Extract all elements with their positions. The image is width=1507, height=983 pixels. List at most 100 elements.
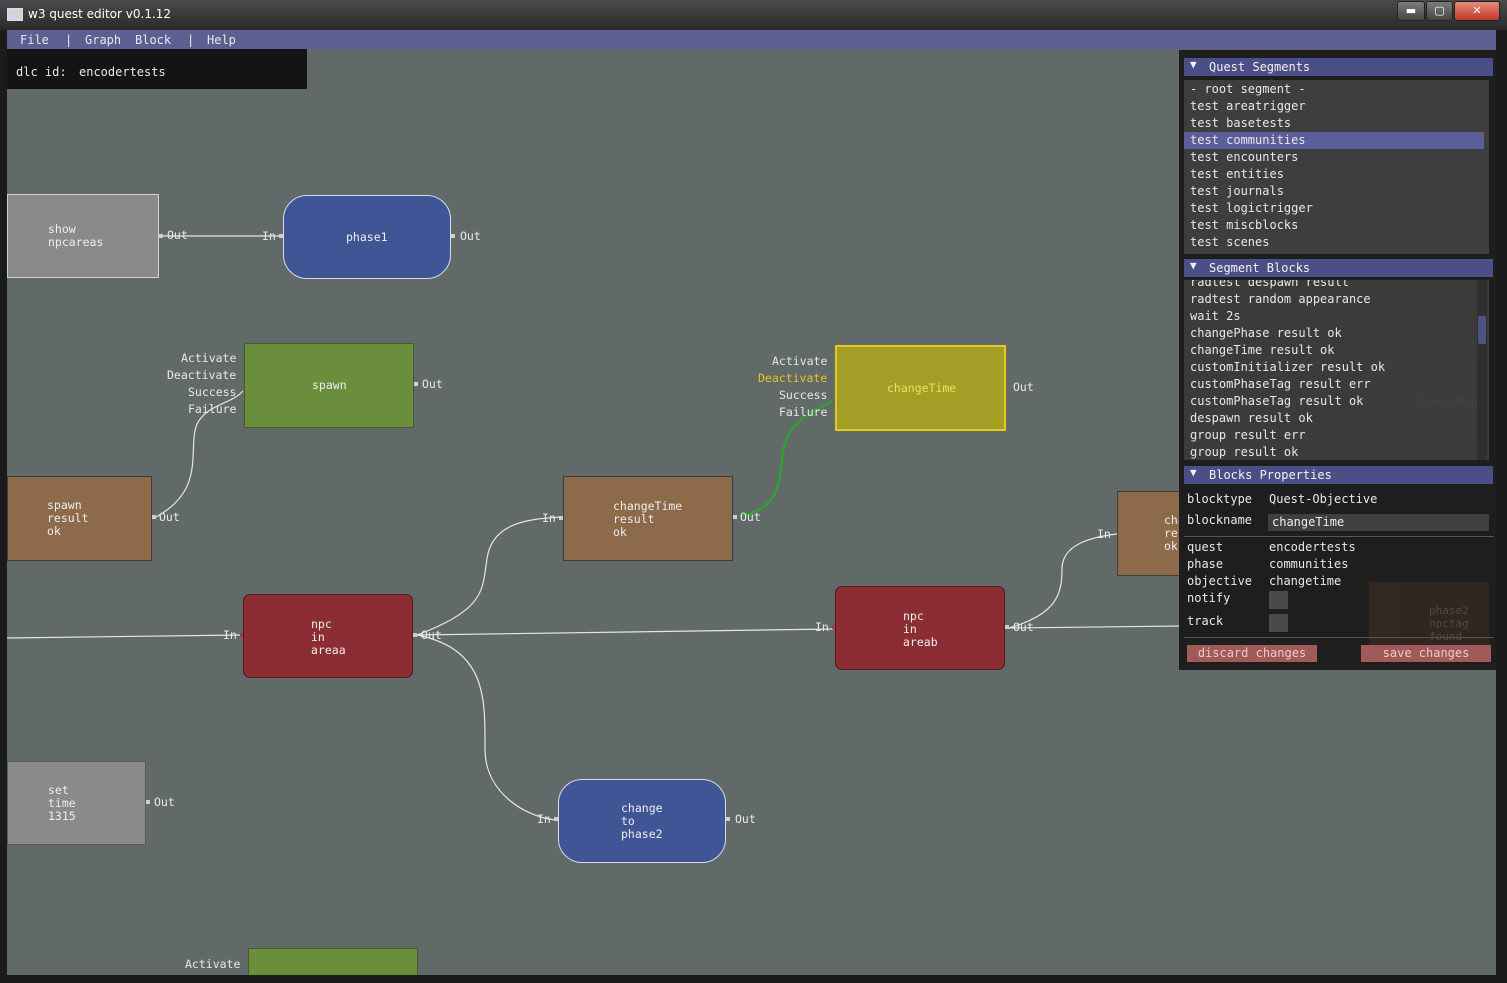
list-item[interactable]: radtest random appearance (1190, 292, 1371, 306)
port-dot[interactable] (413, 633, 417, 637)
prop-label-objective: objective (1187, 574, 1253, 588)
prop-value-phase: communities (1269, 557, 1349, 571)
blockname-input[interactable]: changeTime (1268, 514, 1489, 531)
port-dot[interactable] (832, 625, 836, 629)
port-dot[interactable] (554, 817, 558, 821)
list-item[interactable]: test journals (1190, 184, 1284, 198)
link (155, 390, 244, 518)
list-item[interactable]: radtest despawn result (1190, 280, 1349, 289)
list-item[interactable]: wait 2s (1190, 309, 1241, 323)
menu-bar: File | Graph Block | Help (7, 30, 1496, 49)
node-label: show npcareas (48, 222, 104, 249)
section-title: Segment Blocks (1209, 261, 1311, 275)
list-item[interactable]: test scenes (1190, 235, 1270, 249)
port-in: In (1097, 527, 1111, 541)
list-item[interactable]: test entities (1190, 167, 1284, 181)
section-header-segment-blocks[interactable]: ▼ Segment Blocks (1184, 259, 1493, 277)
port-in: In (537, 812, 551, 826)
port-dot[interactable] (240, 633, 244, 637)
port-success: Success (188, 385, 237, 399)
link (416, 634, 556, 821)
port-dot[interactable] (1005, 625, 1009, 629)
list-item[interactable]: test logictrigger (1190, 201, 1313, 215)
link (1008, 625, 1183, 629)
list-item[interactable]: test basetests (1190, 116, 1292, 130)
list-item[interactable]: customPhaseTag result err (1190, 377, 1371, 391)
node-set-time-1315[interactable]: set time 1315 (7, 761, 146, 845)
node-label: changeTime result ok (613, 499, 683, 539)
discard-changes-button[interactable]: discard changes (1187, 645, 1317, 662)
section-header-blocks-properties[interactable]: ▼ Blocks Properties (1184, 466, 1493, 484)
list-item[interactable]: customPhaseTag result ok (1190, 394, 1364, 408)
node-npc-in-areab[interactable]: npc in areab (835, 586, 1005, 670)
port-dot[interactable] (152, 515, 156, 519)
node-changetime-result-ok[interactable]: changeTime result ok (563, 476, 733, 561)
menu-file[interactable]: File (20, 33, 49, 47)
menu-help[interactable]: Help (207, 33, 236, 47)
prop-label-blocktype: blocktype (1187, 492, 1253, 506)
prop-value-objective: changetime (1269, 574, 1342, 588)
window-title: w3 quest editor v0.1.12 (28, 7, 172, 21)
link (7, 634, 242, 639)
port-dot[interactable] (159, 234, 163, 238)
side-panel: changePhase phase2 npctag found ▼ Quest … (1179, 50, 1496, 670)
section-title: Blocks Properties (1209, 468, 1332, 482)
divider (1184, 637, 1494, 638)
port-dot[interactable] (414, 382, 418, 386)
dlc-id-label: dlc id: (16, 65, 67, 79)
node-show-npcareas[interactable]: show npcareas (7, 194, 159, 278)
list-item[interactable]: test encounters (1190, 150, 1299, 164)
minimize-button[interactable]: ▬ (1397, 1, 1425, 21)
section-header-quest-segments[interactable]: ▼ Quest Segments (1184, 58, 1493, 76)
section-title: Quest Segments (1209, 60, 1311, 74)
menu-block[interactable]: Block (135, 33, 172, 47)
list-item[interactable]: changePhase result ok (1190, 326, 1342, 340)
node-changetime-selected[interactable]: changeTime (835, 345, 1006, 431)
close-button[interactable]: ✕ (1454, 1, 1500, 21)
port-deactivate: Deactivate (167, 368, 237, 382)
link (1008, 533, 1118, 629)
list-item[interactable]: test miscblocks (1190, 218, 1299, 232)
quest-segments-list[interactable]: - root segment - test areatrigger test b… (1184, 80, 1489, 254)
list-item[interactable]: group result ok (1190, 445, 1299, 459)
port-dot[interactable] (559, 516, 563, 520)
node-phase1[interactable]: phase1 (283, 195, 451, 279)
node-change-to-phase2[interactable]: change to phase2 (558, 779, 726, 863)
node-label: set time 1315 (48, 783, 76, 823)
list-item[interactable]: group result err (1190, 428, 1306, 442)
segment-blocks-list[interactable]: radtest despawn result radtest random ap… (1184, 280, 1489, 460)
menu-separator: | (65, 33, 73, 47)
port-activate: Activate (181, 351, 237, 365)
scrollbar-thumb[interactable] (1478, 316, 1486, 344)
list-item[interactable]: despawn result ok (1190, 411, 1313, 425)
port-out: Out (422, 377, 443, 391)
collapse-triangle-icon[interactable]: ▼ (1190, 466, 1197, 479)
list-item[interactable]: test areatrigger (1190, 99, 1306, 113)
port-dot[interactable] (726, 817, 730, 821)
node-partial-result[interactable]: cha result ok (1117, 491, 1206, 576)
node-npc-in-areaa[interactable]: npc in areaa (243, 594, 413, 678)
node-spawn-result-ok[interactable]: spawn result ok (7, 476, 152, 561)
menu-graph[interactable]: Graph (85, 33, 122, 47)
port-dot[interactable] (733, 515, 737, 519)
port-dot[interactable] (451, 234, 455, 238)
list-item[interactable]: - root segment - (1190, 82, 1306, 96)
list-item[interactable]: changeTime result ok (1190, 343, 1335, 357)
notify-checkbox[interactable] (1269, 591, 1288, 609)
node-spawn[interactable]: spawn (244, 343, 414, 428)
port-dot[interactable] (146, 800, 150, 804)
scrollbar[interactable] (1477, 280, 1487, 460)
maximize-button[interactable]: ▢ (1426, 1, 1453, 21)
save-changes-button[interactable]: save changes (1361, 645, 1491, 662)
link-layer (7, 235, 1183, 821)
port-failure: Failure (188, 402, 237, 416)
port-dot[interactable] (279, 234, 283, 238)
track-checkbox[interactable] (1269, 614, 1288, 632)
port-success: Success (779, 388, 828, 402)
link (416, 628, 834, 636)
list-item-selected[interactable]: test communities (1184, 132, 1484, 149)
list-item[interactable]: customInitializer result ok (1190, 360, 1386, 374)
collapse-triangle-icon[interactable]: ▼ (1190, 58, 1197, 71)
collapse-triangle-icon[interactable]: ▼ (1190, 259, 1197, 272)
node-partial-green[interactable] (248, 948, 418, 975)
